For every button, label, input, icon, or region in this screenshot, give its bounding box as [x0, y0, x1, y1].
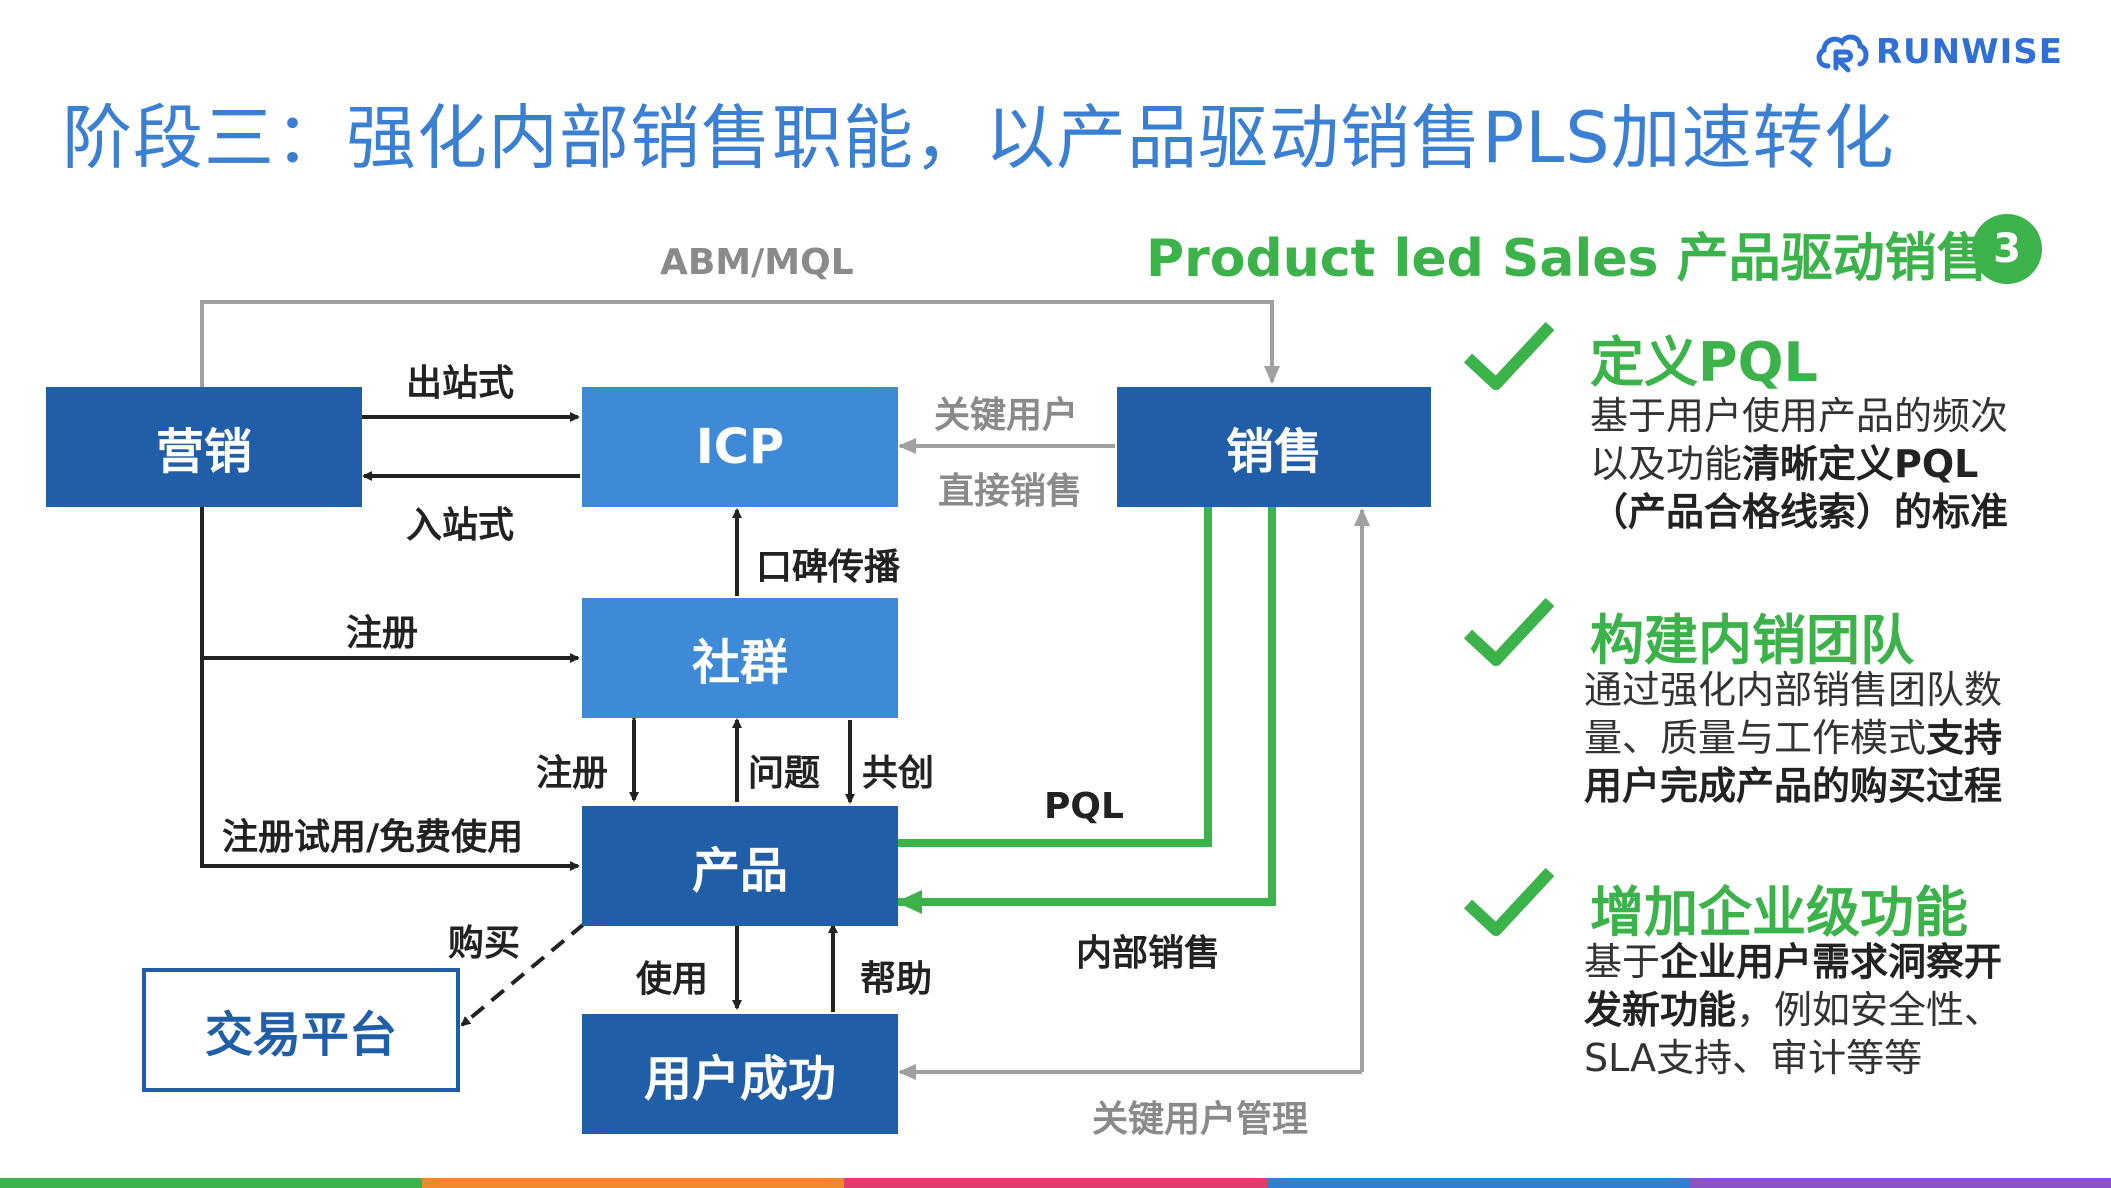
- label-pql: PQL: [1044, 786, 1124, 827]
- label-abm: ABM/MQL: [660, 242, 854, 283]
- item-3-title: 增加企业级功能: [1590, 881, 1968, 944]
- edge-abm: [200, 300, 1280, 387]
- bar-segment: [844, 1178, 1267, 1188]
- label-register-2: 注册: [536, 753, 609, 794]
- bar-segment: [0, 1178, 423, 1188]
- label-register: 注册: [346, 613, 419, 654]
- label-question: 问题: [748, 753, 821, 794]
- edge-trial: [200, 658, 580, 871]
- bar-segment: [1688, 1178, 2111, 1188]
- label-cocreate: 共创: [862, 753, 935, 794]
- label-buy: 购买: [448, 923, 521, 964]
- node-product: 产品: [582, 806, 898, 926]
- node-marketing: 营销: [46, 387, 362, 507]
- label-use: 使用: [636, 959, 709, 1000]
- label-trial: 注册试用/免费使用: [222, 817, 524, 858]
- bar-segment: [1266, 1178, 1689, 1188]
- item-1-title: 定义PQL: [1590, 331, 1818, 394]
- edge-buy: [460, 922, 586, 1027]
- node-community: 社群: [582, 598, 898, 718]
- node-sales: 销售: [1117, 387, 1431, 507]
- label-key-user-mgmt: 关键用户管理: [1092, 1099, 1309, 1140]
- label-help: 帮助: [860, 959, 933, 1000]
- label-word-of-mouth: 口碑传播: [756, 547, 901, 588]
- check-icon: [1463, 321, 1554, 390]
- label-direct-sales: 直接销售: [938, 471, 1083, 512]
- edge-pql: [896, 476, 1220, 847]
- edge-inside-sales: [896, 476, 1276, 914]
- label-outbound: 出站式: [406, 363, 515, 404]
- label-inbound: 入站式: [406, 505, 515, 546]
- check-icon: [1463, 597, 1554, 666]
- label-inside-sales: 内部销售: [1076, 933, 1221, 974]
- item-2-desc: 通过强化内部销售团队数 量、质量与工作模式支持 用户完成产品的购买过程: [1584, 668, 2003, 808]
- bar-segment: [422, 1178, 845, 1188]
- bottom-color-bar: [0, 1178, 2111, 1188]
- check-icon: [1463, 867, 1554, 936]
- step-badge: 3: [1972, 214, 2042, 284]
- node-user-success: 用户成功: [582, 1014, 898, 1134]
- label-key-user: 关键用户: [934, 395, 1079, 436]
- logo-text: RUNWISE: [1875, 32, 2063, 72]
- page-title: 阶段三：强化内部销售职能，以产品驱动销售PLS加速转化: [62, 97, 1895, 179]
- cloud-logo-icon: [1816, 34, 1869, 73]
- item-2-title: 构建内销团队: [1590, 609, 1914, 672]
- runwise-logo: RUNWISE: [1814, 22, 2063, 82]
- node-marketplace: 交易平台: [142, 968, 460, 1092]
- item-1-desc: 基于用户使用产品的频次 以及功能清晰定义PQL （产品合格线索）的标准: [1590, 394, 2009, 534]
- pls-title: Product led Sales 产品驱动销售: [1146, 229, 1989, 289]
- node-icp: ICP: [582, 387, 898, 507]
- item-3-desc: 基于企业用户需求洞察开 发新功能，例如安全性、 SLA支持、审计等等: [1584, 940, 2003, 1080]
